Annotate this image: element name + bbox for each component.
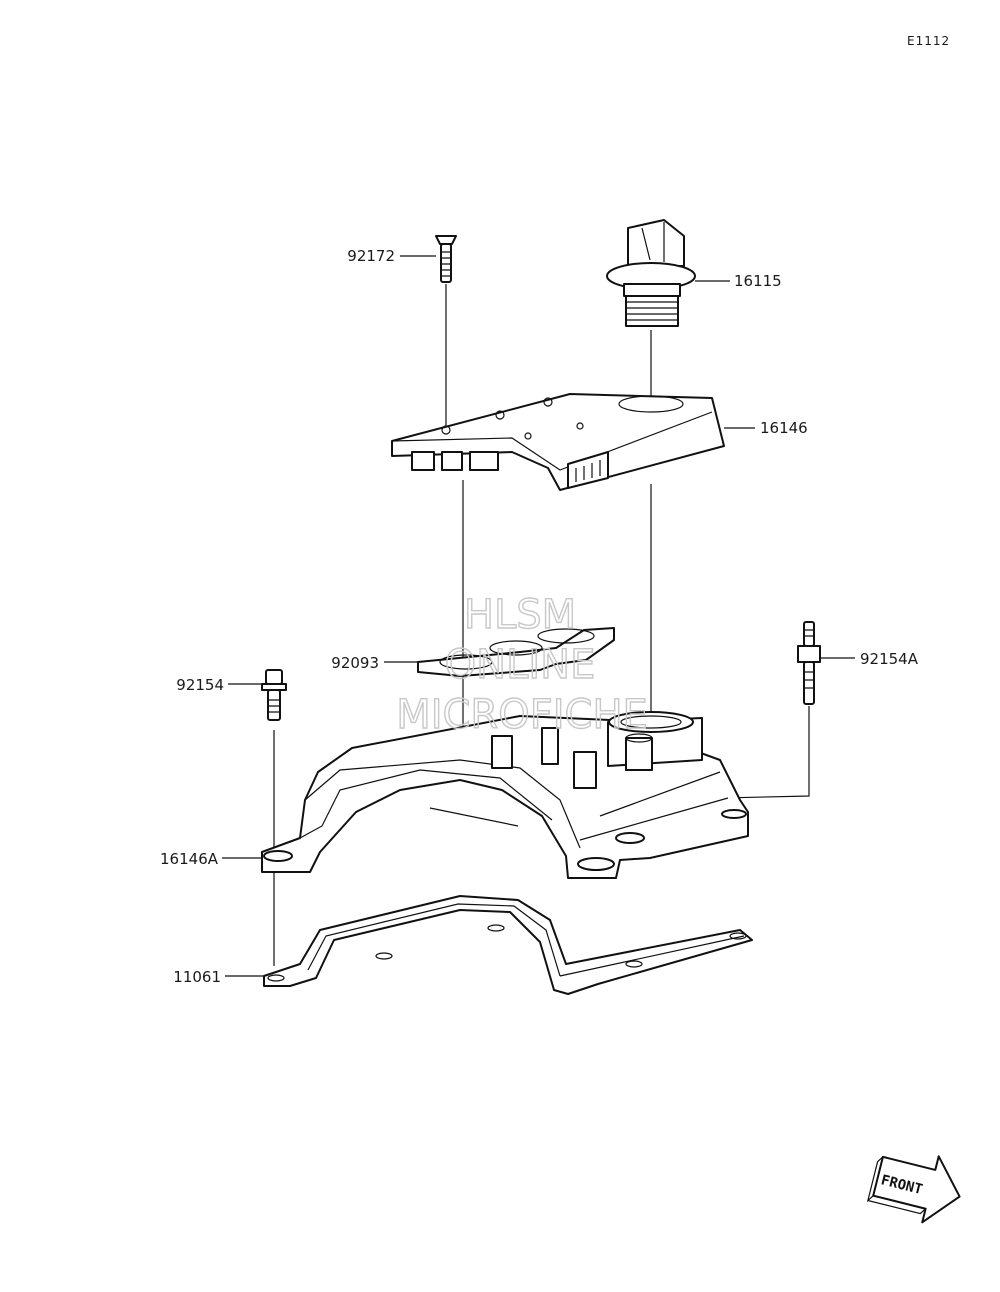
screw-92172[interactable] — [435, 235, 457, 283]
oil-filler-cap-16115[interactable] — [606, 219, 696, 327]
head-cover-gasket-11061[interactable] — [263, 895, 753, 995]
watermark-line-3: MICROFICHE — [396, 692, 648, 738]
diagram-code: E1112 — [907, 34, 950, 48]
plug-hole-gasket-92093[interactable] — [417, 627, 615, 677]
watermark: HLSM ONLINE MICROFICHE — [395, 591, 648, 738]
bolt-92154[interactable] — [261, 669, 287, 721]
part-number-92172[interactable]: 92172 — [347, 247, 395, 265]
stud-bolt-92154A[interactable] — [797, 621, 821, 705]
cylinder-head-cover-16146A[interactable] — [261, 711, 749, 879]
part-number-16146[interactable]: 16146 — [760, 419, 808, 437]
watermark-line-2: ONLINE — [445, 642, 596, 688]
front-arrow-icon: FRONT — [866, 1155, 961, 1224]
part-number-11061[interactable]: 11061 — [173, 968, 221, 986]
part-number-92093[interactable]: 92093 — [331, 654, 379, 672]
part-number-92154[interactable]: 92154 — [176, 676, 224, 694]
part-number-16146A[interactable]: 16146A — [160, 850, 219, 868]
part-number-16115[interactable]: 16115 — [734, 272, 782, 290]
watermark-line-1: HLSM — [464, 592, 576, 638]
cover-plate-16146[interactable] — [391, 393, 725, 491]
part-number-92154A[interactable]: 92154A — [860, 650, 919, 668]
